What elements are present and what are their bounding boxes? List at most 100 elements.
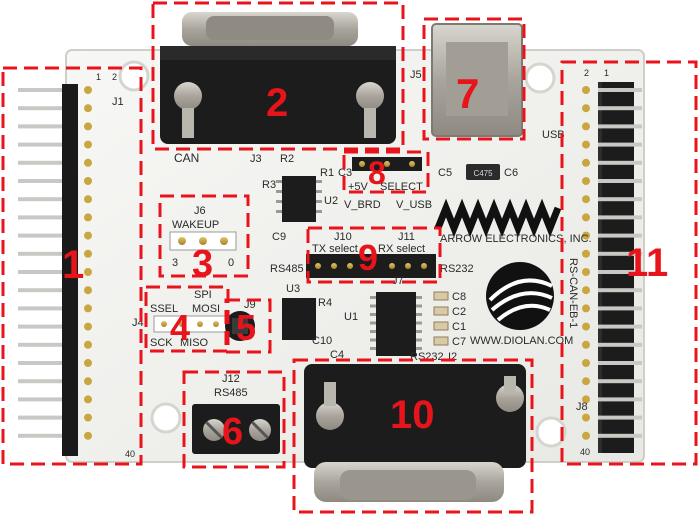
header-pad <box>582 195 590 204</box>
chip-u2 <box>276 176 322 222</box>
header-pad <box>582 177 590 185</box>
header-pad <box>84 231 92 240</box>
header-pin <box>598 397 642 402</box>
callout-box-11 <box>560 60 698 466</box>
label-v-usb: V_USB <box>396 199 432 211</box>
header-pin <box>598 215 642 220</box>
label-select: SELECT <box>380 181 423 193</box>
header-pad <box>582 395 590 404</box>
header-pin <box>598 306 642 311</box>
header-pin <box>598 197 642 202</box>
label-c8: C8 <box>452 291 466 303</box>
label-sck: SCK <box>150 337 173 349</box>
header-pin <box>18 415 62 420</box>
label-i2: I2 <box>448 351 457 363</box>
header-pin <box>18 160 62 165</box>
header-pin <box>598 142 642 147</box>
label-c9: C9 <box>272 231 286 243</box>
chip-pin <box>370 321 376 325</box>
header-pin <box>598 433 642 438</box>
header-pad <box>582 158 590 167</box>
label-tx-select: TX select <box>312 243 358 255</box>
header-pad <box>84 340 92 349</box>
chip-u1 <box>370 292 422 356</box>
header-pad <box>84 177 92 185</box>
diolan-logo <box>486 262 554 330</box>
header-pin <box>18 361 62 365</box>
callout-number-5: 5 <box>236 307 256 348</box>
header-pad <box>84 395 92 404</box>
label-company: ARROW ELECTRONICS, INC. <box>440 233 592 245</box>
header-pad <box>84 286 92 295</box>
header-pad <box>582 249 590 258</box>
header-pad <box>84 431 92 440</box>
header-pad <box>582 359 590 367</box>
label-c4: C4 <box>330 349 344 361</box>
label-j10: J10 <box>334 231 352 243</box>
callout-box-5 <box>224 298 272 354</box>
header-pad <box>84 249 92 258</box>
jumper-tx-rx-select <box>306 254 436 278</box>
label-r1: R1 <box>320 167 334 179</box>
label-usb: USB <box>542 129 565 141</box>
header-pin <box>598 361 642 365</box>
header-pad <box>582 304 590 313</box>
label-j5: J5 <box>410 69 422 81</box>
label-j1-pin-2: 2 <box>112 72 117 82</box>
chip-pin <box>370 347 376 350</box>
header-pad <box>582 377 590 386</box>
label-rs232-bottom: RS232 <box>410 351 444 363</box>
header-pin <box>18 397 62 402</box>
header-pin <box>18 324 62 329</box>
callout-box-3 <box>158 194 250 278</box>
label-rs485-side: RS485 <box>270 263 304 275</box>
header-pin <box>598 324 642 329</box>
silkscreen-labels: 1 2 J1 40 CAN J3 J5 USB 2 1 J8 40 R2 R1 … <box>96 68 609 459</box>
callout-number-8: 8 <box>368 155 386 191</box>
header-j1 <box>18 84 92 456</box>
header-pin <box>18 270 62 274</box>
callout-number-3: 3 <box>192 243 213 285</box>
header-pin <box>18 215 62 220</box>
label-board-name: RS-CAN-EB-1 <box>567 258 579 328</box>
arrow-logo <box>434 198 562 238</box>
header-pin <box>18 379 62 384</box>
header-pad <box>582 213 590 222</box>
jumper-wakeup <box>169 231 237 251</box>
label-c6: C6 <box>504 167 518 179</box>
label-r4: R4 <box>318 297 332 309</box>
callout-number-9: 9 <box>358 237 378 278</box>
can-db9-connector <box>160 12 396 144</box>
chip-u3 <box>282 298 316 340</box>
callout-numbers: 1 2 3 4 5 6 7 8 9 10 11 <box>62 70 668 453</box>
header-pin <box>598 379 642 384</box>
header-pin <box>598 179 642 183</box>
capacitor-c6: C475 <box>466 164 500 180</box>
chip-pin <box>370 330 376 333</box>
header-pad <box>84 104 92 113</box>
chip-pin <box>416 330 422 333</box>
rs232-db9-connector <box>304 364 526 502</box>
capacitor-column <box>433 291 449 346</box>
chip-pin <box>370 313 376 316</box>
label-plus5v: +5V <box>348 181 369 193</box>
label-c2: C2 <box>452 306 466 318</box>
callout-number-11: 11 <box>626 241 668 285</box>
header-pin <box>598 251 642 256</box>
label-c1: C1 <box>452 321 466 333</box>
header-pad <box>582 322 590 331</box>
label-website: WWW.DIOLAN.COM <box>470 335 573 347</box>
header-pad <box>84 158 92 167</box>
callout-number-2: 2 <box>266 81 288 125</box>
header-pin <box>598 288 642 293</box>
header-pin <box>598 233 642 238</box>
header-pad <box>84 268 92 276</box>
header-pad <box>84 140 92 149</box>
label-j8-pin-1: 1 <box>604 68 609 78</box>
callout-box-8 <box>342 150 430 194</box>
header-pad <box>84 322 92 331</box>
label-j1-pin-1: 1 <box>96 72 101 82</box>
header-pad <box>582 268 590 276</box>
label-j1-pin-40: 40 <box>125 449 135 459</box>
label-can: CAN <box>174 151 199 165</box>
